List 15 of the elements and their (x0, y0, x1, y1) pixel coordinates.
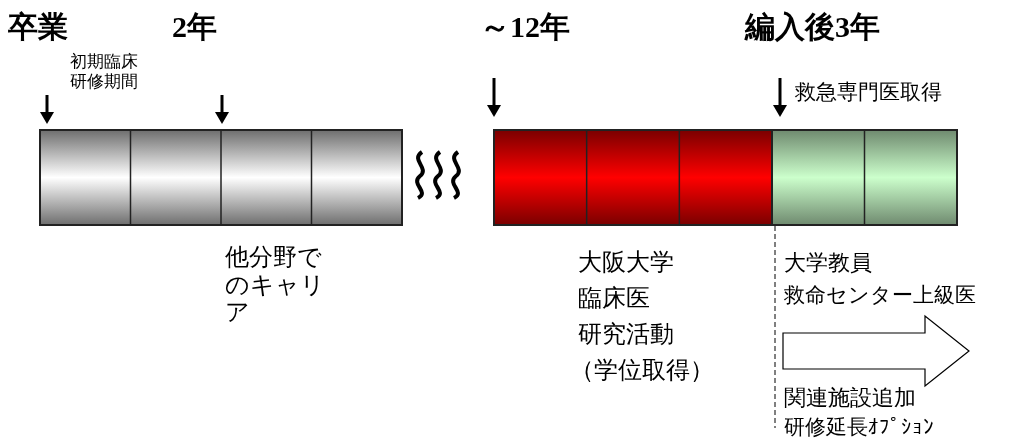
career-label: 臨床医 (578, 284, 650, 312)
career-label: 大阪大学 (578, 248, 674, 276)
career-label: 大学教員 (784, 250, 872, 276)
year-heading: 2年 (172, 10, 217, 43)
career-label: （学位取得） (570, 356, 714, 384)
career-label: 研究活動 (578, 320, 674, 348)
career-label: 研修延長ｵﾌﾟｼｮﾝ (784, 415, 934, 440)
career-label: 関連施設追加 (784, 385, 916, 411)
period-label: 初期臨床研修期間 (70, 52, 138, 92)
career-label: 他分野でのキャリア (225, 243, 326, 326)
year-heading: 卒業 (8, 10, 68, 43)
milestone-label: 救急専門医取得 (795, 80, 942, 105)
year-heading: 編入後3年 (745, 10, 880, 43)
year-heading: ～12年 (480, 10, 570, 43)
career-label: 救命センター上級医 (784, 283, 976, 308)
